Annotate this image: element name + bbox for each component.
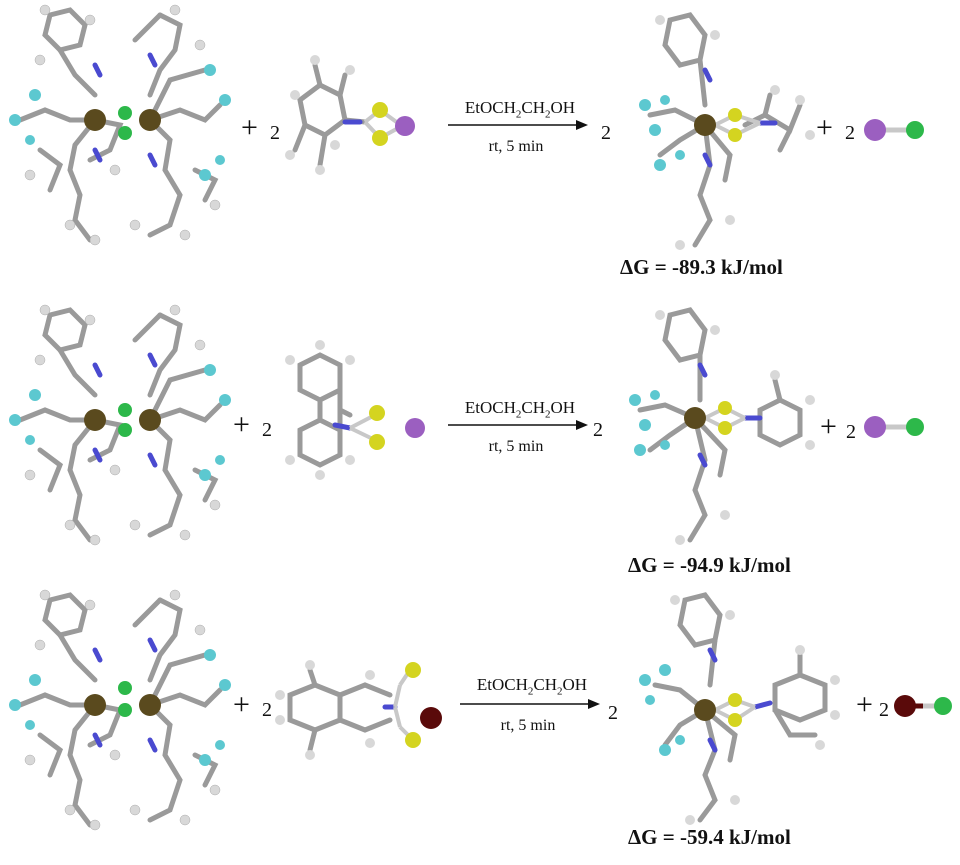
reaction-conditions-time: rt, 5 min: [488, 438, 544, 455]
sodium-cation: [420, 707, 442, 729]
plus-sign: +: [233, 688, 250, 721]
plus-sign: +: [820, 410, 837, 443]
plus-sign: +: [241, 111, 258, 144]
product-coefficient: 2: [601, 122, 611, 144]
reaction-row-3: + 2 EtOCH2CH2OH rt, 5 min 2 + 2 ΔG = -59…: [0, 585, 960, 865]
plus-sign: +: [233, 408, 250, 441]
reaction-conditions-time: rt, 5 min: [488, 138, 544, 155]
salt-coefficient: 2: [846, 421, 856, 443]
dithiocarbamate-salt-molecule: [285, 55, 415, 175]
iridium-product-molecule: [639, 592, 840, 825]
salt-byproduct-molecule: [864, 119, 924, 141]
reaction-conditions-solvent: EtOCH2CH2OH: [476, 675, 588, 698]
iridium-dimer-molecule: [9, 4, 231, 246]
iridium-product-molecule: [639, 12, 815, 250]
reagent-coefficient: 2: [262, 699, 272, 721]
reaction-arrow: [448, 120, 588, 130]
product-coefficient: 2: [608, 702, 618, 724]
gibbs-energy-label: ΔG = -89.3 kJ/mol: [620, 255, 783, 279]
reaction-arrow: [460, 699, 600, 709]
plus-sign: +: [856, 688, 873, 721]
plus-sign: +: [816, 111, 833, 144]
product-coefficient: 2: [593, 419, 603, 441]
iridium-dimer-molecule: [9, 589, 231, 831]
salt-byproduct-molecule: [894, 695, 952, 717]
gibbs-energy-label: ΔG = -94.9 kJ/mol: [628, 553, 791, 577]
reaction-row-1: + 2 EtOCH2CH2OH rt, 5 min 2 + 2 ΔG = -89…: [0, 0, 960, 280]
reaction-row-2: + 2 EtOCH2CH2OH rt, 5 min 2 + 2 ΔG = -94…: [0, 300, 960, 580]
dithiocarbamate-salt-molecule: [275, 660, 421, 760]
gibbs-energy-label: ΔG = -59.4 kJ/mol: [628, 825, 791, 849]
reaction-conditions-solvent: EtOCH2CH2OH: [464, 98, 576, 121]
reagent-coefficient: 2: [262, 419, 272, 441]
dithiocarbamate-salt-molecule: [285, 340, 425, 480]
reaction-arrow: [448, 420, 588, 430]
salt-coefficient: 2: [879, 699, 889, 721]
iridium-dimer-molecule: [9, 304, 231, 546]
salt-byproduct-molecule: [864, 416, 924, 438]
reagent-coefficient: 2: [270, 122, 280, 144]
reaction-conditions-solvent: EtOCH2CH2OH: [464, 398, 576, 421]
salt-coefficient: 2: [845, 122, 855, 144]
iridium-product-molecule: [629, 307, 815, 545]
reaction-conditions-time: rt, 5 min: [500, 717, 556, 734]
